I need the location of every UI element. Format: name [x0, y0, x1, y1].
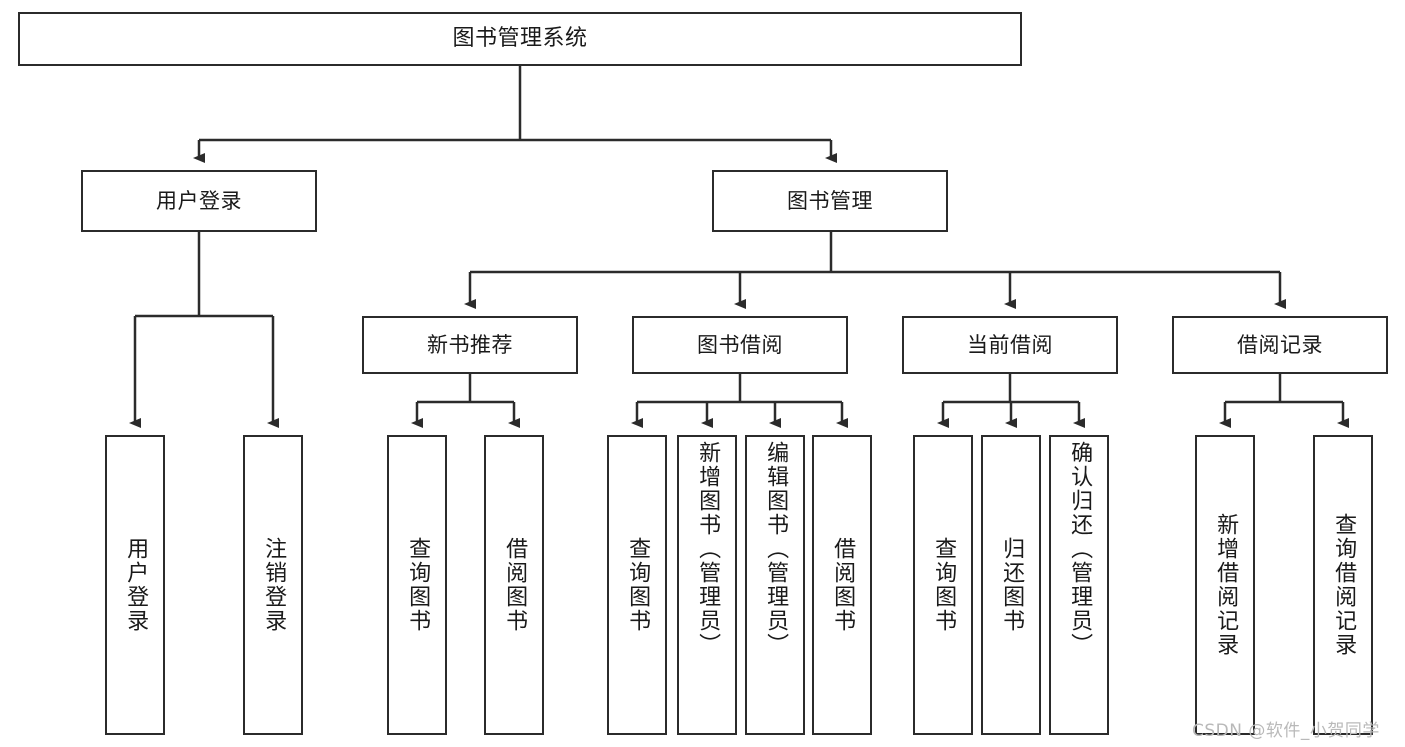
node-book-borrow[interactable]: 图书借阅 [632, 316, 848, 374]
node-label: 借阅图书 [830, 537, 856, 633]
node-leaf-return-book[interactable]: 归还图书 [981, 435, 1041, 735]
node-label: 查询图书 [405, 537, 431, 633]
node-label: 借阅图书 [502, 537, 528, 633]
node-leaf-user-login[interactable]: 用户登录 [105, 435, 165, 735]
node-label: 注销登录 [261, 537, 287, 633]
node-label: 当前借阅 [967, 332, 1053, 357]
node-root-system[interactable]: 图书管理系统 [18, 12, 1022, 66]
node-label: 新增借阅记录 [1213, 513, 1239, 657]
node-label: 图书借阅 [697, 332, 783, 357]
node-label: 用户登录 [156, 188, 242, 213]
node-new-book-recommend[interactable]: 新书推荐 [362, 316, 578, 374]
node-label: 确认归还（管理员） [1067, 441, 1093, 657]
node-leaf-edit-book[interactable]: 编辑图书（管理员） [745, 435, 805, 735]
node-leaf-query-book-current[interactable]: 查询图书 [913, 435, 973, 735]
node-label: 图书管理 [787, 188, 873, 213]
node-label: 用户登录 [123, 537, 149, 633]
node-leaf-query-book-recommend[interactable]: 查询图书 [387, 435, 447, 735]
node-label: 新书推荐 [427, 332, 513, 357]
node-leaf-query-borrow-record[interactable]: 查询借阅记录 [1313, 435, 1373, 735]
node-label: 归还图书 [999, 537, 1025, 633]
node-label: 查询借阅记录 [1331, 513, 1357, 657]
node-label: 编辑图书（管理员） [763, 441, 789, 657]
node-leaf-logout-login[interactable]: 注销登录 [243, 435, 303, 735]
node-leaf-borrow-book[interactable]: 借阅图书 [812, 435, 872, 735]
node-leaf-confirm-return[interactable]: 确认归还（管理员） [1049, 435, 1109, 735]
node-leaf-query-book-borrow[interactable]: 查询图书 [607, 435, 667, 735]
node-leaf-add-borrow-record[interactable]: 新增借阅记录 [1195, 435, 1255, 735]
node-label: 借阅记录 [1237, 332, 1323, 357]
node-book-manage[interactable]: 图书管理 [712, 170, 948, 232]
node-user-login[interactable]: 用户登录 [81, 170, 317, 232]
node-leaf-borrow-book-recommend[interactable]: 借阅图书 [484, 435, 544, 735]
node-borrow-record[interactable]: 借阅记录 [1172, 316, 1388, 374]
node-label: 查询图书 [931, 537, 957, 633]
node-label: 查询图书 [625, 537, 651, 633]
node-leaf-add-book[interactable]: 新增图书（管理员） [677, 435, 737, 735]
csdn-watermark: CSDN @软件_小贺同学 [1192, 721, 1380, 741]
node-label: 图书管理系统 [452, 26, 588, 52]
node-current-borrow[interactable]: 当前借阅 [902, 316, 1118, 374]
node-label: 新增图书（管理员） [695, 441, 721, 657]
